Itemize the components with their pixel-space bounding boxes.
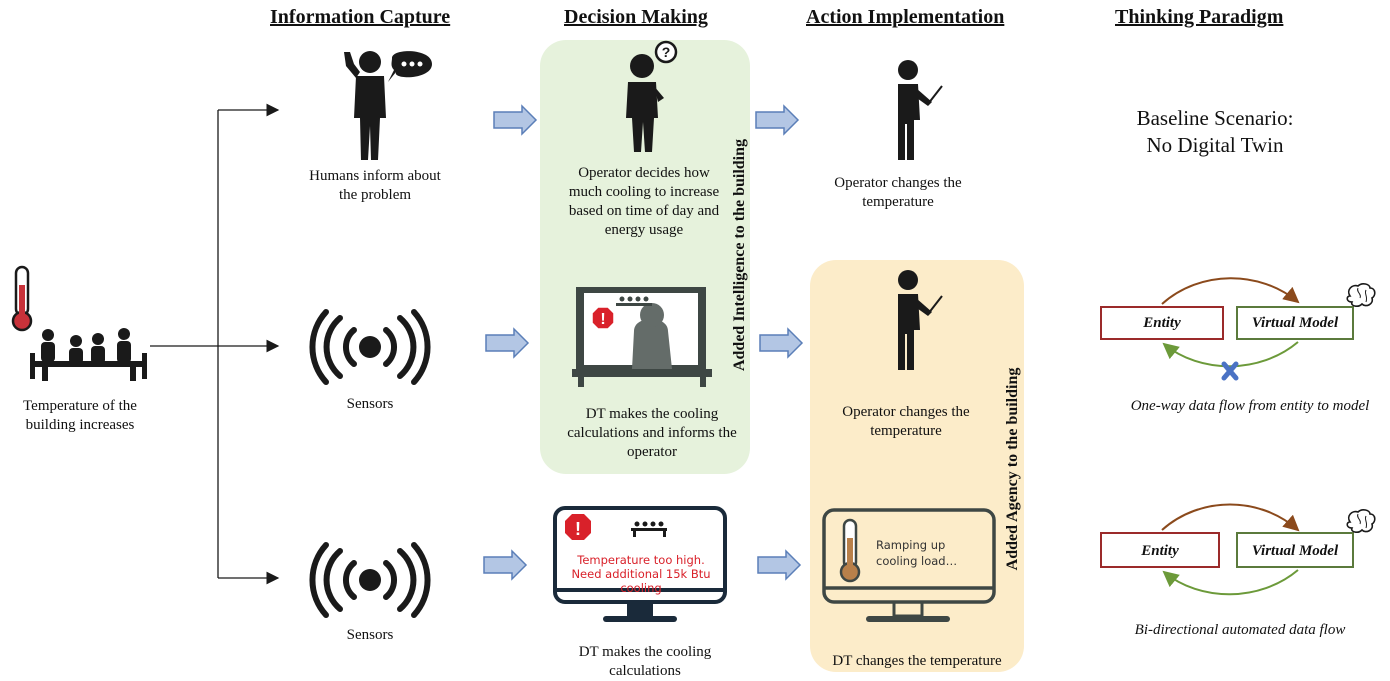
operator-pointer-icon	[898, 60, 943, 160]
header-action-implementation: Action Implementation	[806, 6, 1005, 28]
source-caption: Temperature of the building increases	[23, 398, 137, 433]
action-screen-text: Ramping up cooling load…	[876, 538, 958, 568]
model-box-oneway	[1236, 306, 1354, 340]
svg-text:!: !	[600, 311, 605, 328]
thermometer-icon	[11, 265, 33, 332]
row3-decision-caption: DT makes the cooling calculations	[578, 644, 712, 679]
person-question-icon: ?	[626, 40, 678, 152]
row1-info-caption: Humans inform about the problem	[309, 168, 441, 203]
oneway-flow-arrows	[1161, 277, 1300, 381]
header-thinking-paradigm: Thinking Paradigm	[1115, 6, 1284, 28]
header-information-capture: Information Capture	[270, 6, 451, 28]
row1-decision-caption: Operator decides how much cooling to inc…	[568, 165, 720, 238]
row3-info-caption: Sensors	[346, 627, 394, 643]
monitor-icon: !	[572, 287, 712, 387]
brain-icon	[1346, 283, 1376, 307]
person-speech-bubble-icon	[344, 51, 432, 160]
row1-action-caption: Operator changes the temperature	[834, 175, 962, 210]
row2-decision-caption: DT makes the cooling calculations and in…	[567, 406, 737, 460]
baseline-line1: Baseline Scenario:	[1136, 106, 1294, 130]
operator-pointer-icon	[898, 270, 943, 370]
block-arrow-r1-b	[755, 104, 800, 136]
row3-action-caption: DT changes the temperature	[832, 653, 1002, 669]
sensor-signal-icon	[309, 309, 431, 385]
brain-icon	[1346, 509, 1376, 533]
svg-text:?: ?	[662, 44, 671, 60]
sensor-signal-icon	[309, 542, 431, 618]
baseline-line2: No Digital Twin	[1146, 133, 1284, 157]
entity-label-oneway: Entity	[1143, 315, 1181, 331]
svg-text:!: !	[575, 519, 581, 539]
block-arrow-r3-b	[757, 549, 802, 581]
bidirectional-flow-arrows	[1161, 503, 1300, 596]
block-arrow-r2-b	[759, 327, 804, 359]
block-arrow-r3-a	[483, 549, 528, 581]
entity-box-oneway	[1100, 306, 1224, 340]
block-arrow-r2-a	[485, 327, 530, 359]
row2-info-caption: Sensors	[346, 396, 394, 412]
model-box-bidirectional	[1236, 532, 1354, 568]
model-label-bidirectional: Virtual Model	[1251, 543, 1339, 559]
model-label-oneway: Virtual Model	[1251, 315, 1339, 331]
entity-box-bidirectional	[1100, 532, 1220, 568]
entity-label-bidirectional: Entity	[1141, 543, 1179, 559]
header-decision-making: Decision Making	[564, 6, 708, 28]
thermometer-icon	[839, 518, 861, 583]
alert-monitor-icon: !	[553, 506, 727, 622]
baseline-scenario: Baseline Scenario: No Digital Twin	[1110, 105, 1320, 159]
bidirectional-caption: Bi-directional automated data flow	[1134, 622, 1346, 638]
meeting-people-icon	[30, 328, 147, 381]
monitor-icon	[822, 508, 996, 622]
row2-action-caption: Operator changes the temperature	[842, 404, 970, 439]
block-arrow-r1-a	[493, 104, 538, 136]
oneway-caption: One-way data flow from entity to model	[1130, 398, 1370, 414]
alert-screen-text: Temperature too high. Need additional 15…	[571, 553, 711, 595]
